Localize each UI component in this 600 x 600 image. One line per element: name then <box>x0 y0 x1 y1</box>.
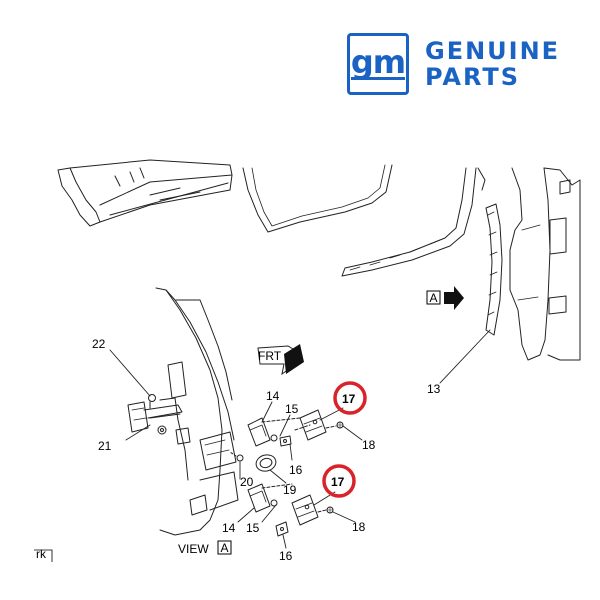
callout-16-upper: 16 <box>289 463 303 477</box>
callout-18-upper: 18 <box>362 438 376 452</box>
door-check-assembly <box>127 394 183 435</box>
gm-genuine-parts-logo: gm GENUINE PARTS <box>347 33 560 95</box>
callout-19: 19 <box>283 483 297 497</box>
callout-17-lower: 17 <box>331 475 345 489</box>
genuine-parts-wordmark: GENUINE PARTS <box>425 38 560 90</box>
corner-text-fragment: rk <box>36 547 47 561</box>
callout-18-lower: 18 <box>352 520 366 534</box>
callout-21: 21 <box>98 439 112 453</box>
view-label-letter: A <box>220 541 228 555</box>
gm-logo-mark: gm <box>347 33 409 95</box>
callout-17-upper: 17 <box>342 392 356 406</box>
view-label-box <box>217 540 232 555</box>
callout-15-lower: 15 <box>246 521 260 535</box>
wordmark-line-2: PARTS <box>425 63 521 91</box>
wordmark-line-1: GENUINE <box>425 37 561 65</box>
lower-hinge-assembly <box>247 483 334 537</box>
door-weatherstrip <box>242 164 477 277</box>
check-strap-ring <box>229 451 277 472</box>
view-label: VIEW <box>178 542 209 556</box>
rear-body-panel <box>477 167 581 361</box>
frt-label: FRT <box>258 349 282 363</box>
callout-15-upper: 15 <box>285 402 299 416</box>
upper-hinge-assembly <box>247 409 344 447</box>
callout-13: 13 <box>427 382 441 396</box>
right-arrow-icon <box>444 286 464 310</box>
callout-14-upper: 14 <box>266 389 280 403</box>
view-a-marker: A <box>426 286 464 310</box>
callout-14-lower: 14 <box>222 521 236 535</box>
gm-logo-text: gm <box>350 43 406 81</box>
view-a-letter: A <box>429 291 437 305</box>
front-direction-indicator: FRT <box>257 344 304 376</box>
callout-16-lower: 16 <box>279 549 293 563</box>
body-pillar-fragment <box>57 159 233 227</box>
highlight-circle-17-lower <box>322 464 356 498</box>
callout-20: 20 <box>240 475 254 489</box>
callout-22: 22 <box>92 337 106 351</box>
door-shell <box>155 287 239 536</box>
highlight-circle-17-upper <box>333 381 367 415</box>
